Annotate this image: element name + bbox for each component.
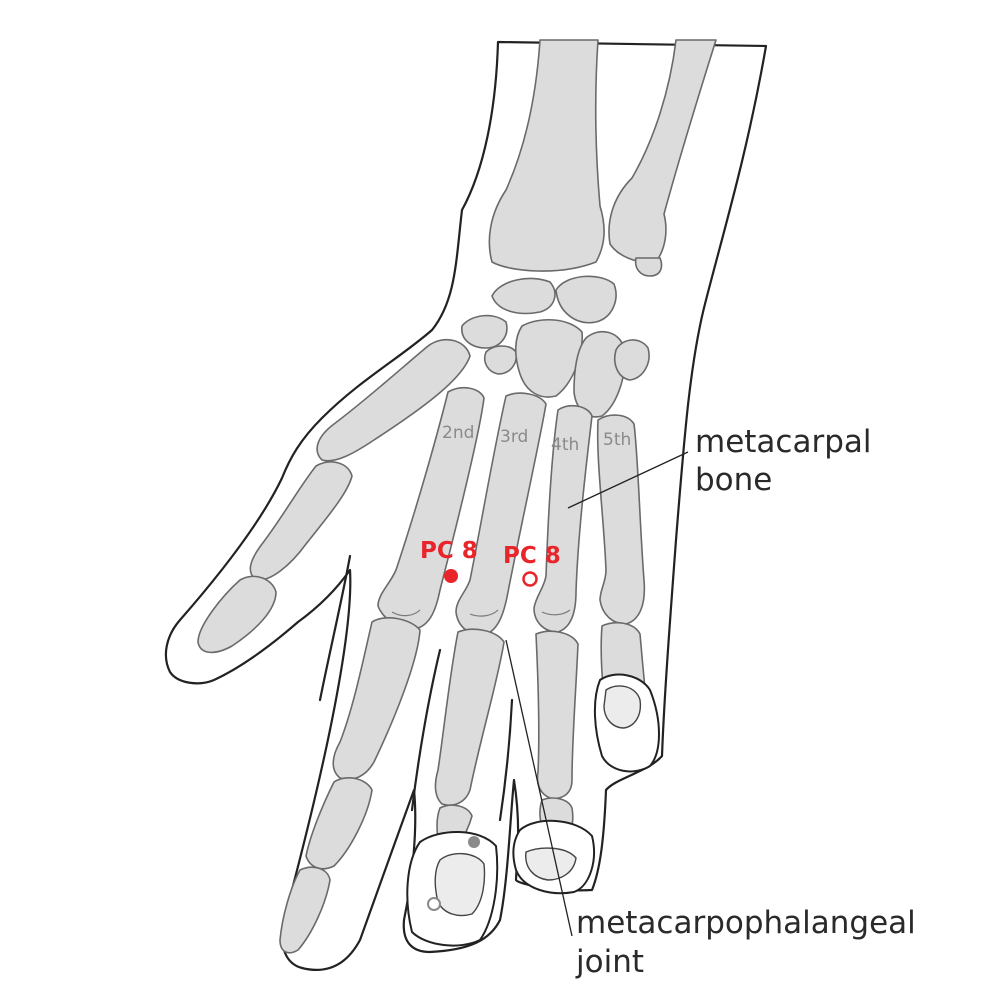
middle-nail-bed xyxy=(434,853,486,917)
thumb-metacarpal xyxy=(316,338,471,462)
carpal-capitate xyxy=(514,318,583,398)
carpal-hamate xyxy=(573,330,626,418)
metacarpal-leader-line xyxy=(567,451,689,509)
carpal-pisiform xyxy=(614,339,650,381)
ring-proximal-phalanx xyxy=(535,630,579,800)
metacarpal-number-3rd: 3rd xyxy=(500,427,528,447)
joint-line-2 xyxy=(469,609,499,617)
pc8-hollow-label: PC 8 xyxy=(503,543,561,569)
finger-gap-index xyxy=(318,554,352,702)
radius-bone xyxy=(488,39,605,272)
mcp-joint-label-line1: metacarpophalangeal xyxy=(576,905,916,941)
grey-ring-marker xyxy=(427,897,441,911)
metacarpal-number-2nd: 2nd xyxy=(442,423,474,443)
ulna-bone xyxy=(608,39,717,264)
acupoint-filled-dot xyxy=(444,569,458,583)
carpal-trapezium xyxy=(461,314,508,349)
carpal-trapezoid xyxy=(483,345,518,375)
grey-dot-marker xyxy=(468,836,480,848)
index-middle-phalanx xyxy=(305,777,373,870)
mcp-joint-leader-line xyxy=(505,639,573,937)
ulna-styloid xyxy=(634,257,663,277)
carpal-lunate xyxy=(555,275,617,324)
metacarpal-label-line1: metacarpal xyxy=(695,424,872,460)
thumb-distal-phalanx xyxy=(197,575,277,654)
carpal-scaphoid xyxy=(491,277,556,315)
thumb-proximal-phalanx xyxy=(249,461,353,581)
metacarpal-number-5th: 5th xyxy=(603,430,631,450)
mcp-joint-label-line2: joint xyxy=(575,944,644,980)
pc8-filled-label: PC 8 xyxy=(420,538,478,564)
middle-proximal-phalanx xyxy=(434,628,505,806)
joint-line-1 xyxy=(391,609,421,617)
finger-gap-middle xyxy=(410,648,442,812)
joint-line-3 xyxy=(541,609,571,616)
little-nail-bed xyxy=(603,685,642,729)
metacarpal-label-line2: bone xyxy=(695,462,772,498)
metacarpal-number-4th: 4th xyxy=(551,435,579,455)
acupoint-hollow-circle xyxy=(522,571,538,587)
index-proximal-phalanx xyxy=(332,617,421,780)
index-distal-phalanx xyxy=(279,866,331,954)
finger-gap-ring xyxy=(498,698,514,822)
